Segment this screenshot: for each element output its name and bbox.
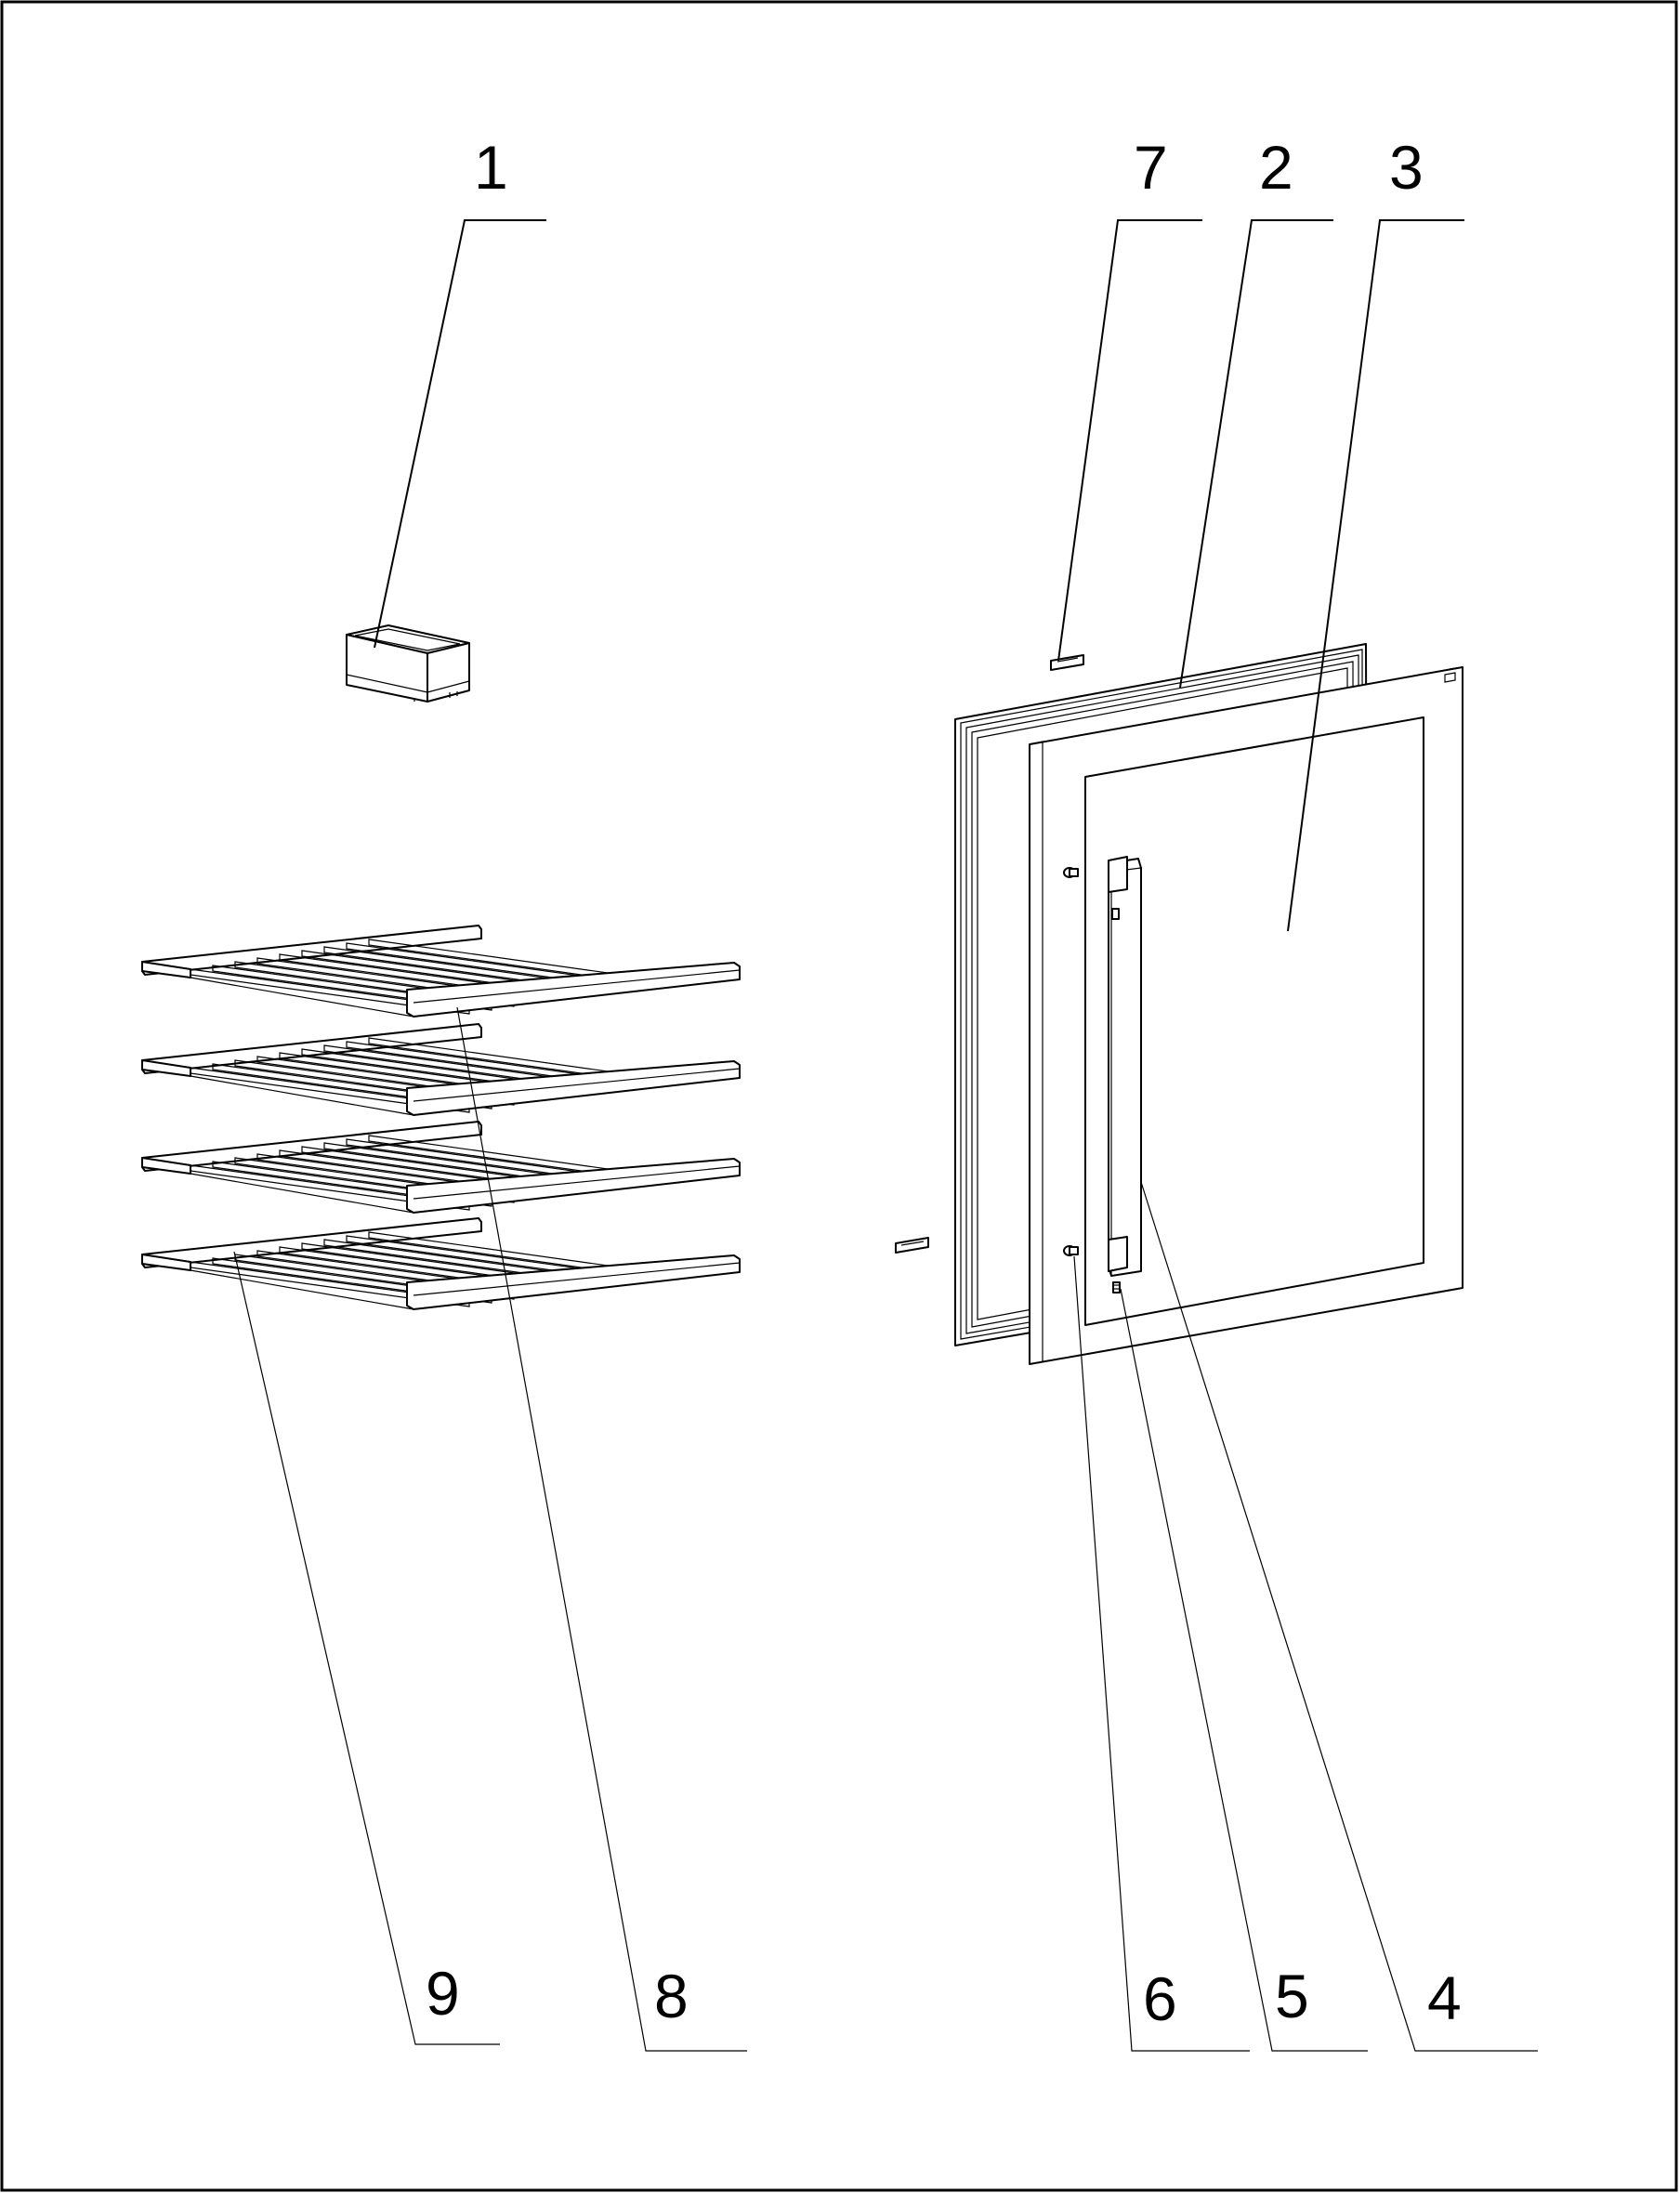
- callout-5: 5: [1275, 1962, 1309, 2030]
- callout-1: 1: [474, 133, 508, 202]
- leader-8: [456, 1006, 747, 2052]
- shelf-1: [141, 925, 741, 1018]
- part-3-door-panel: [1029, 666, 1463, 1365]
- leader-2: [1179, 219, 1333, 689]
- part-6-hinge-pins: [1063, 867, 1079, 1256]
- callout-2: 2: [1259, 133, 1293, 202]
- callout-3: 3: [1389, 133, 1424, 202]
- part-5-screws: [1111, 908, 1121, 1293]
- shelf-3: [141, 1121, 741, 1214]
- callout-9: 9: [426, 1959, 460, 2028]
- part-4-handle: [1108, 856, 1142, 1277]
- leader-6: [1073, 1255, 1250, 2052]
- part-7-hinge-clips: [895, 654, 1084, 1254]
- leader-lines: [233, 219, 1538, 2052]
- leader-5: [1120, 1288, 1368, 2052]
- callout-6: 6: [1143, 1964, 1177, 2033]
- callout-4: 4: [1427, 1963, 1462, 2032]
- leader-1: [374, 219, 546, 649]
- part-1-bin: [346, 624, 470, 703]
- leader-3: [1287, 219, 1464, 932]
- shelf-2: [141, 1023, 741, 1116]
- leader-9: [233, 1251, 500, 2045]
- callout-8: 8: [654, 1962, 689, 2030]
- leader-7: [1057, 219, 1202, 662]
- leader-4: [1140, 1181, 1538, 2052]
- callout-7: 7: [1134, 133, 1168, 202]
